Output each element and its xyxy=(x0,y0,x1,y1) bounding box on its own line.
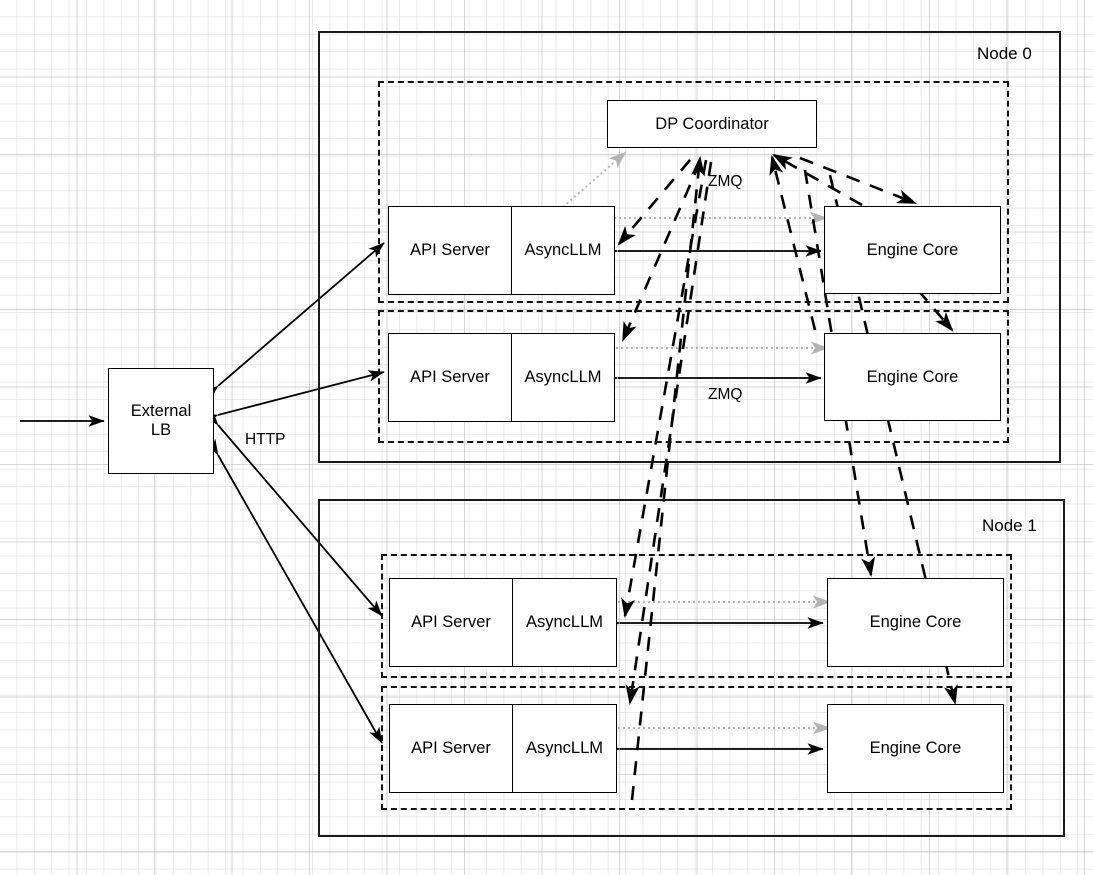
edge-lb-to-node0-rank1 xyxy=(201,370,385,425)
node-container-node0 xyxy=(318,31,1061,463)
edge-lb-to-node1-rank1 xyxy=(205,438,383,744)
api-server-label-node1-rank0: API Server xyxy=(390,579,513,666)
edge-coord-to-n0r0-asyncllm xyxy=(617,159,691,246)
zmq-label-node0-rank1: ZMQ xyxy=(708,386,743,403)
api-server-asyncllm-node0-rank0[interactable]: API Server AsyncLLM xyxy=(388,206,615,295)
asyncllm-label-node1-rank0: AsyncLLM xyxy=(525,613,604,631)
node-label-node1: Node 1 xyxy=(982,516,1037,535)
edge-coord-to-n1r0-asyncllm xyxy=(621,159,708,619)
asyncllm-label-node0-rank1: AsyncLLM xyxy=(524,368,602,386)
api-server-asyncllm-node0-rank1[interactable]: API Server AsyncLLM xyxy=(388,333,615,422)
edge-asyncllm-coordinator-dotted-n0r0 xyxy=(562,151,627,208)
external-lb-label-line1: External xyxy=(130,402,192,420)
edge-coord-to-n0r0-enginecore xyxy=(799,156,917,205)
api-server-label-node0-rank0: API Server xyxy=(389,207,512,294)
edge-coord-to-n1r1-asyncllm xyxy=(625,161,713,706)
api-server-asyncllm-node1-rank1[interactable]: API Server AsyncLLM xyxy=(389,704,617,793)
dp-rank-group-node0-rank1 xyxy=(378,310,1009,443)
engine-core-label-node1-rank1: Engine Core xyxy=(869,739,962,757)
asyncllm-label-node0-rank0: AsyncLLM xyxy=(524,241,602,259)
dp-rank-group-node1-rank1 xyxy=(381,686,1012,810)
external-lb-label-line2: LB xyxy=(150,421,172,439)
engine-core-label-node1-rank0: Engine Core xyxy=(869,613,962,631)
node-container-node1 xyxy=(318,499,1065,837)
api-server-label-node0-rank1: API Server xyxy=(389,334,512,421)
node-label-node0: Node 0 xyxy=(977,44,1032,63)
dp-coordinator-box[interactable]: DP Coordinator xyxy=(607,100,817,148)
engine-core-label-node0-rank0: Engine Core xyxy=(866,240,959,259)
engine-core-node1-rank0[interactable]: Engine Core xyxy=(827,578,1004,667)
zmq-label-node0-rank0: ZMQ xyxy=(708,173,743,190)
edge-coord-n0r0-enginecore xyxy=(772,153,863,207)
engine-core-node1-rank1[interactable]: Engine Core xyxy=(827,704,1004,793)
engine-core-label-node0-rank1: Engine Core xyxy=(866,367,959,386)
engine-core-node0-rank1[interactable]: Engine Core xyxy=(824,333,1001,421)
asyncllm-label-node1-rank1: AsyncLLM xyxy=(525,739,604,757)
dp-rank-group-node1-rank0 xyxy=(381,554,1012,678)
http-label: HTTP xyxy=(245,431,286,448)
api-server-label-node1-rank1: API Server xyxy=(390,705,513,792)
dp-coordinator-label: DP Coordinator xyxy=(655,114,769,133)
api-server-asyncllm-node1-rank0[interactable]: API Server AsyncLLM xyxy=(389,578,617,667)
external-lb-box[interactable]: External LB xyxy=(108,368,214,474)
engine-core-node0-rank0[interactable]: Engine Core xyxy=(824,206,1001,294)
edge-lb-to-node0-rank0 xyxy=(202,242,385,401)
dp-rank-group-node0-rank0 xyxy=(378,81,1009,303)
